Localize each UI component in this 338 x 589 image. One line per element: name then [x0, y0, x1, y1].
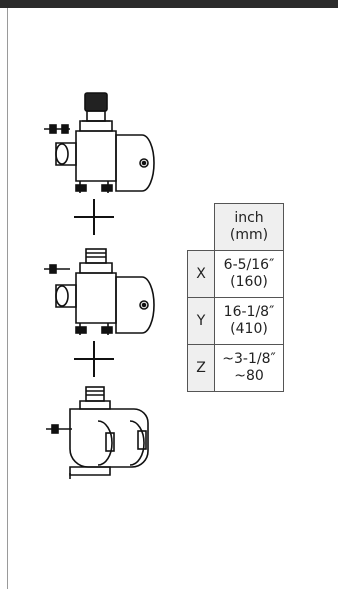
- dimension-table: inch (mm) X 6-5/16″ (160) Y 16-1/8″ (410…: [187, 203, 284, 392]
- value-mm: (160): [230, 274, 268, 290]
- header-mm-label: (mm): [229, 227, 269, 243]
- value-inch: 16-1/8″: [223, 304, 275, 320]
- table-header-units: inch (mm): [214, 203, 284, 251]
- dimension-value: 16-1/8″ (410): [214, 297, 284, 345]
- valve-body-icon: [44, 248, 155, 335]
- table-row: Z ~3-1/8″ ~80: [187, 344, 284, 392]
- table-header-row: inch (mm): [187, 203, 284, 251]
- valve-assembly-front-icon: [44, 92, 155, 193]
- value-inch: 6-5/16″: [223, 257, 275, 273]
- page-margin-line: [7, 8, 8, 589]
- table-row: Y 16-1/8″ (410): [187, 297, 284, 345]
- dimension-value: 6-5/16″ (160): [214, 250, 284, 298]
- plus-sign-icon: [74, 199, 114, 235]
- valve-assembly-side-icon: [46, 386, 149, 479]
- value-inch: ~3-1/8″: [222, 351, 276, 367]
- axis-label: Y: [187, 297, 215, 345]
- value-mm: ~80: [234, 368, 264, 384]
- axis-label: X: [187, 250, 215, 298]
- plus-sign-icon: [74, 341, 114, 377]
- top-bar: [0, 0, 338, 8]
- value-mm: (410): [230, 321, 268, 337]
- header-inch-label: inch: [234, 210, 264, 226]
- table-row: X 6-5/16″ (160): [187, 250, 284, 298]
- valve-drawing: [44, 92, 155, 479]
- table-corner: [187, 203, 215, 251]
- axis-label: Z: [187, 344, 215, 392]
- dimension-value: ~3-1/8″ ~80: [214, 344, 284, 392]
